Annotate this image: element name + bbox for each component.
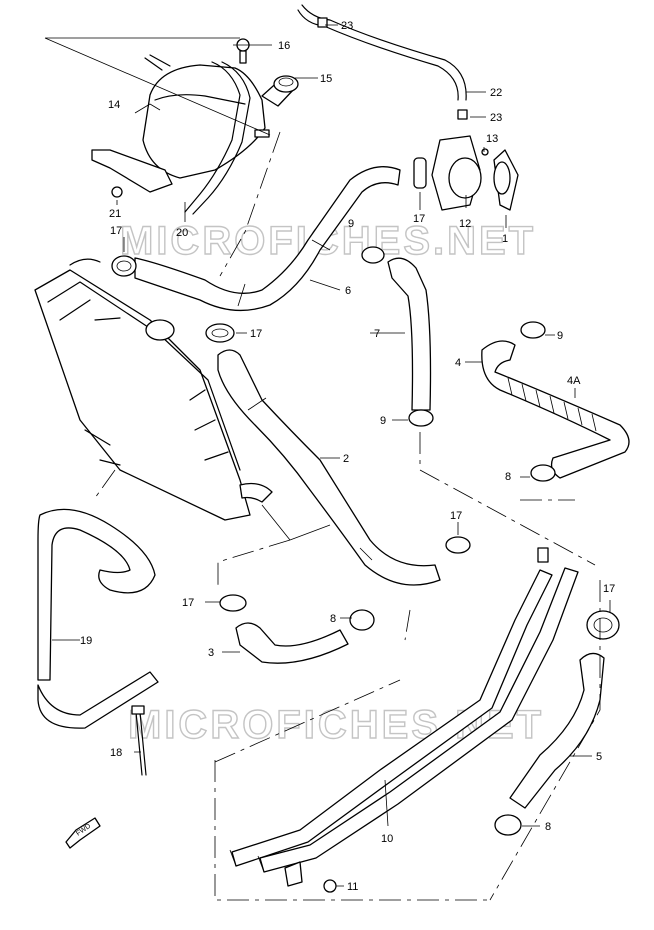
callout-17d: 17 [182, 597, 194, 609]
callout-labels: 1 2 3 4 4A 5 6 7 8 8 8 9 9 9 10 11 12 13… [80, 20, 615, 893]
bolt-16 [236, 38, 272, 64]
hose-19 [37, 508, 159, 729]
callout-17a: 17 [110, 225, 122, 237]
callout-11: 11 [347, 881, 358, 893]
callout-16: 16 [278, 40, 290, 52]
callout-7: 7 [374, 328, 380, 340]
thermostat-housing [431, 135, 519, 211]
tank-cap [273, 75, 299, 93]
callout-17e: 17 [450, 510, 462, 522]
reservoir-tank [91, 54, 296, 215]
callout-8c: 8 [545, 821, 551, 833]
callout-9a: 9 [348, 218, 354, 230]
clamp-17e [445, 536, 471, 554]
forward-direction-icon: FWD [65, 817, 101, 849]
clamp-9a [361, 246, 385, 264]
callout-20: 20 [176, 227, 188, 239]
clamp-17d [219, 594, 247, 612]
cable-tie-18 [131, 705, 147, 776]
bolt-11 [323, 879, 337, 893]
callout-13: 13 [486, 133, 498, 145]
callout-17b: 17 [413, 213, 425, 225]
clamp-17b [413, 157, 427, 189]
water-pipe-10 [229, 547, 579, 887]
clamp-8b [349, 609, 375, 631]
callout-23b: 23 [490, 112, 502, 124]
upper-hose-6 [134, 166, 401, 312]
hose-5 [509, 652, 605, 809]
callout-17f: 17 [603, 583, 615, 595]
callout-8a: 8 [505, 471, 511, 483]
callout-12: 12 [459, 218, 471, 230]
callout-15: 15 [320, 73, 332, 85]
hose-3 [235, 622, 349, 664]
callout-1: 1 [502, 233, 508, 245]
clamp-9c [520, 321, 546, 339]
callout-9b: 9 [380, 415, 386, 427]
callout-9c: 9 [557, 330, 563, 342]
callout-19: 19 [80, 635, 92, 647]
callout-5: 5 [596, 751, 602, 763]
clamp-17f [586, 610, 620, 640]
radiator [34, 258, 273, 521]
callout-21: 21 [109, 208, 121, 220]
clamp-17a [111, 255, 137, 277]
callout-4A: 4A [567, 375, 581, 387]
callout-3: 3 [208, 647, 214, 659]
clamp-8a [530, 464, 556, 482]
hose-7 [387, 257, 432, 411]
callout-2: 2 [343, 453, 349, 465]
bolt-21 [111, 186, 123, 198]
leader-lines [44, 24, 611, 901]
clamp-8c [494, 814, 522, 836]
callout-6: 6 [345, 285, 351, 297]
callout-14: 14 [108, 99, 120, 111]
lower-hose-2 [217, 349, 441, 586]
callout-8b: 8 [330, 613, 336, 625]
callout-18: 18 [110, 747, 122, 759]
callout-22: 22 [490, 87, 502, 99]
clamp-17c [205, 323, 235, 343]
callout-4: 4 [455, 357, 461, 369]
hose-4 [481, 340, 630, 479]
clamp-9b [408, 409, 434, 427]
overflow-hose-22 [297, 4, 468, 120]
callout-23a: 23 [341, 20, 353, 32]
callout-17c: 17 [250, 328, 262, 340]
callout-10: 10 [381, 833, 393, 845]
